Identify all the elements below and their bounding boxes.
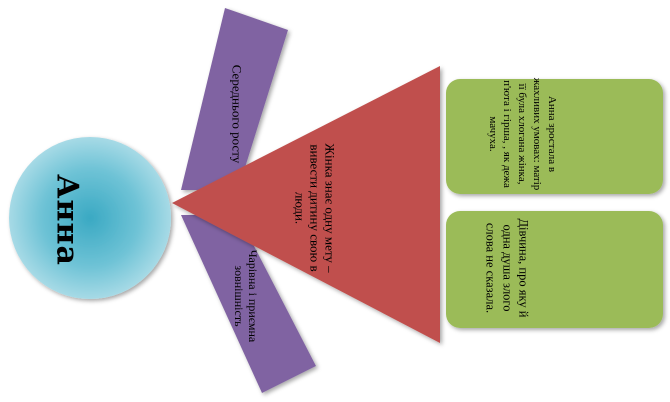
green-box-top (446, 79, 663, 194)
detail-label-top: Анна зростала в жахливих умовах: матір ї… (486, 77, 559, 191)
trait-label-bottom: Чарівна і приємна зовнішність (232, 249, 260, 343)
red-triangle (172, 66, 440, 343)
center-circle (9, 137, 171, 299)
detail-label-bottom: Дівчина, про яку й одна душа злого слова… (483, 218, 531, 318)
trait-label-top: Середнього росту (229, 64, 245, 164)
green-box-bottom (446, 211, 663, 328)
main-fact-label: Жінка знає одну мету – вивести дитину св… (292, 143, 338, 273)
purple-trait-top (181, 8, 288, 190)
purple-trait-bottom (181, 215, 316, 393)
center-label: Анна (49, 174, 85, 266)
